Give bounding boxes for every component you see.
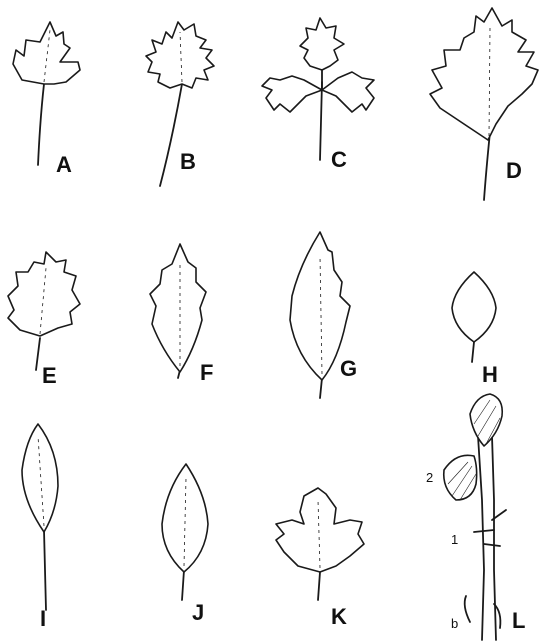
label-k: K [331, 604, 347, 629]
annotation-2: 2 [426, 470, 433, 485]
seedling-l [444, 394, 506, 640]
leaf-j [162, 464, 208, 600]
label-f: F [200, 360, 213, 385]
label-d: D [506, 158, 522, 183]
leaf-f [150, 244, 206, 378]
label-b: B [180, 149, 196, 174]
leaf-i [22, 424, 58, 610]
leaf-e [8, 252, 80, 370]
annotation-1: 1 [451, 532, 458, 547]
leaf-k [276, 488, 364, 600]
leaf-a [13, 22, 80, 165]
label-c: C [331, 147, 347, 172]
leaf-h [452, 272, 496, 362]
leaf-c [262, 18, 374, 160]
label-i: I [40, 606, 46, 631]
annotation-b: b [451, 616, 458, 631]
label-g: G [340, 356, 357, 381]
label-e: E [42, 363, 57, 388]
label-j: J [192, 600, 204, 625]
label-h: H [482, 362, 498, 387]
label-a: A [56, 152, 72, 177]
label-l: L [512, 608, 525, 633]
